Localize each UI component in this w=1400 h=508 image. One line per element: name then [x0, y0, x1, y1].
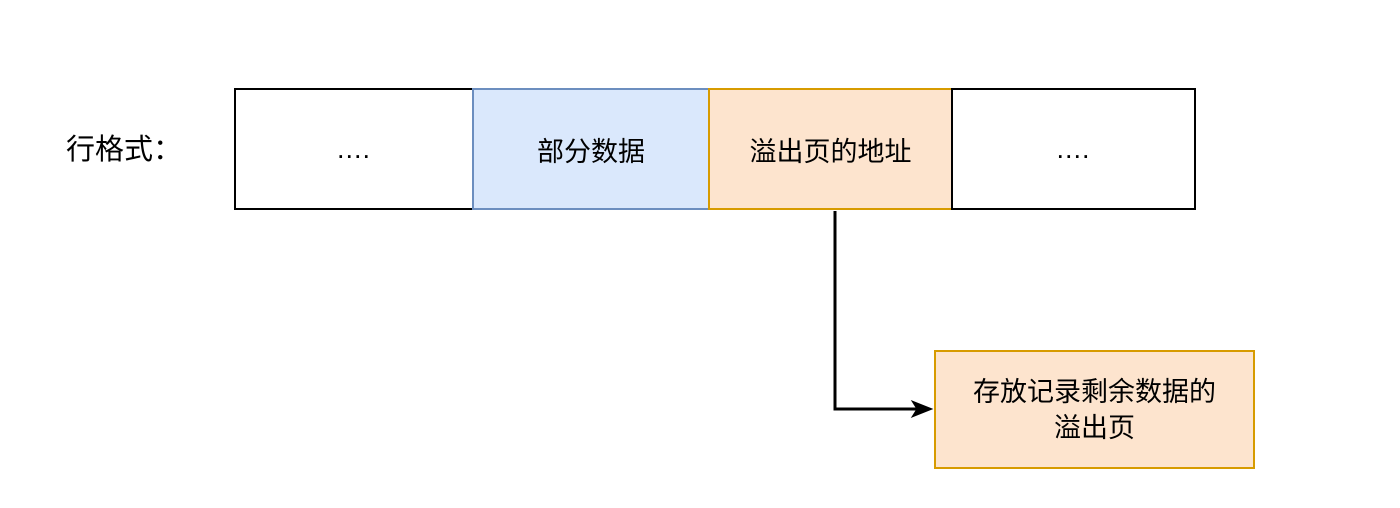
record-cell-overflow-page-address[interactable]: 溢出页的地址 [708, 88, 953, 210]
ellipsis-text: .... [1056, 133, 1091, 164]
record-format-strip: .... 部分数据 溢出页的地址 .... [234, 88, 1196, 210]
record-cell-overflow-page-address-label: 溢出页的地址 [749, 136, 912, 167]
record-cell-partial-data[interactable]: 部分数据 [472, 88, 710, 210]
connector-path-group [833, 211, 934, 419]
overflow-page-box-line1: 存放记录剩余数据的 [973, 376, 1216, 407]
record-cell-trailing-ellipsis[interactable]: .... [951, 88, 1196, 210]
overflow-page-box-line2: 溢出页 [1054, 412, 1135, 443]
connector-elbow-line [833, 211, 918, 411]
overflow-page-box-text: 存放记录剩余数据的 溢出页 [967, 374, 1222, 446]
ellipsis-text: .... [336, 133, 371, 164]
connector-arrowhead-icon [910, 399, 934, 419]
record-cell-partial-data-label: 部分数据 [537, 136, 645, 167]
overflow-page-box[interactable]: 存放记录剩余数据的 溢出页 [934, 350, 1255, 469]
record-cell-leading-ellipsis[interactable]: .... [234, 88, 474, 210]
row-format-label: 行格式： [66, 134, 183, 166]
